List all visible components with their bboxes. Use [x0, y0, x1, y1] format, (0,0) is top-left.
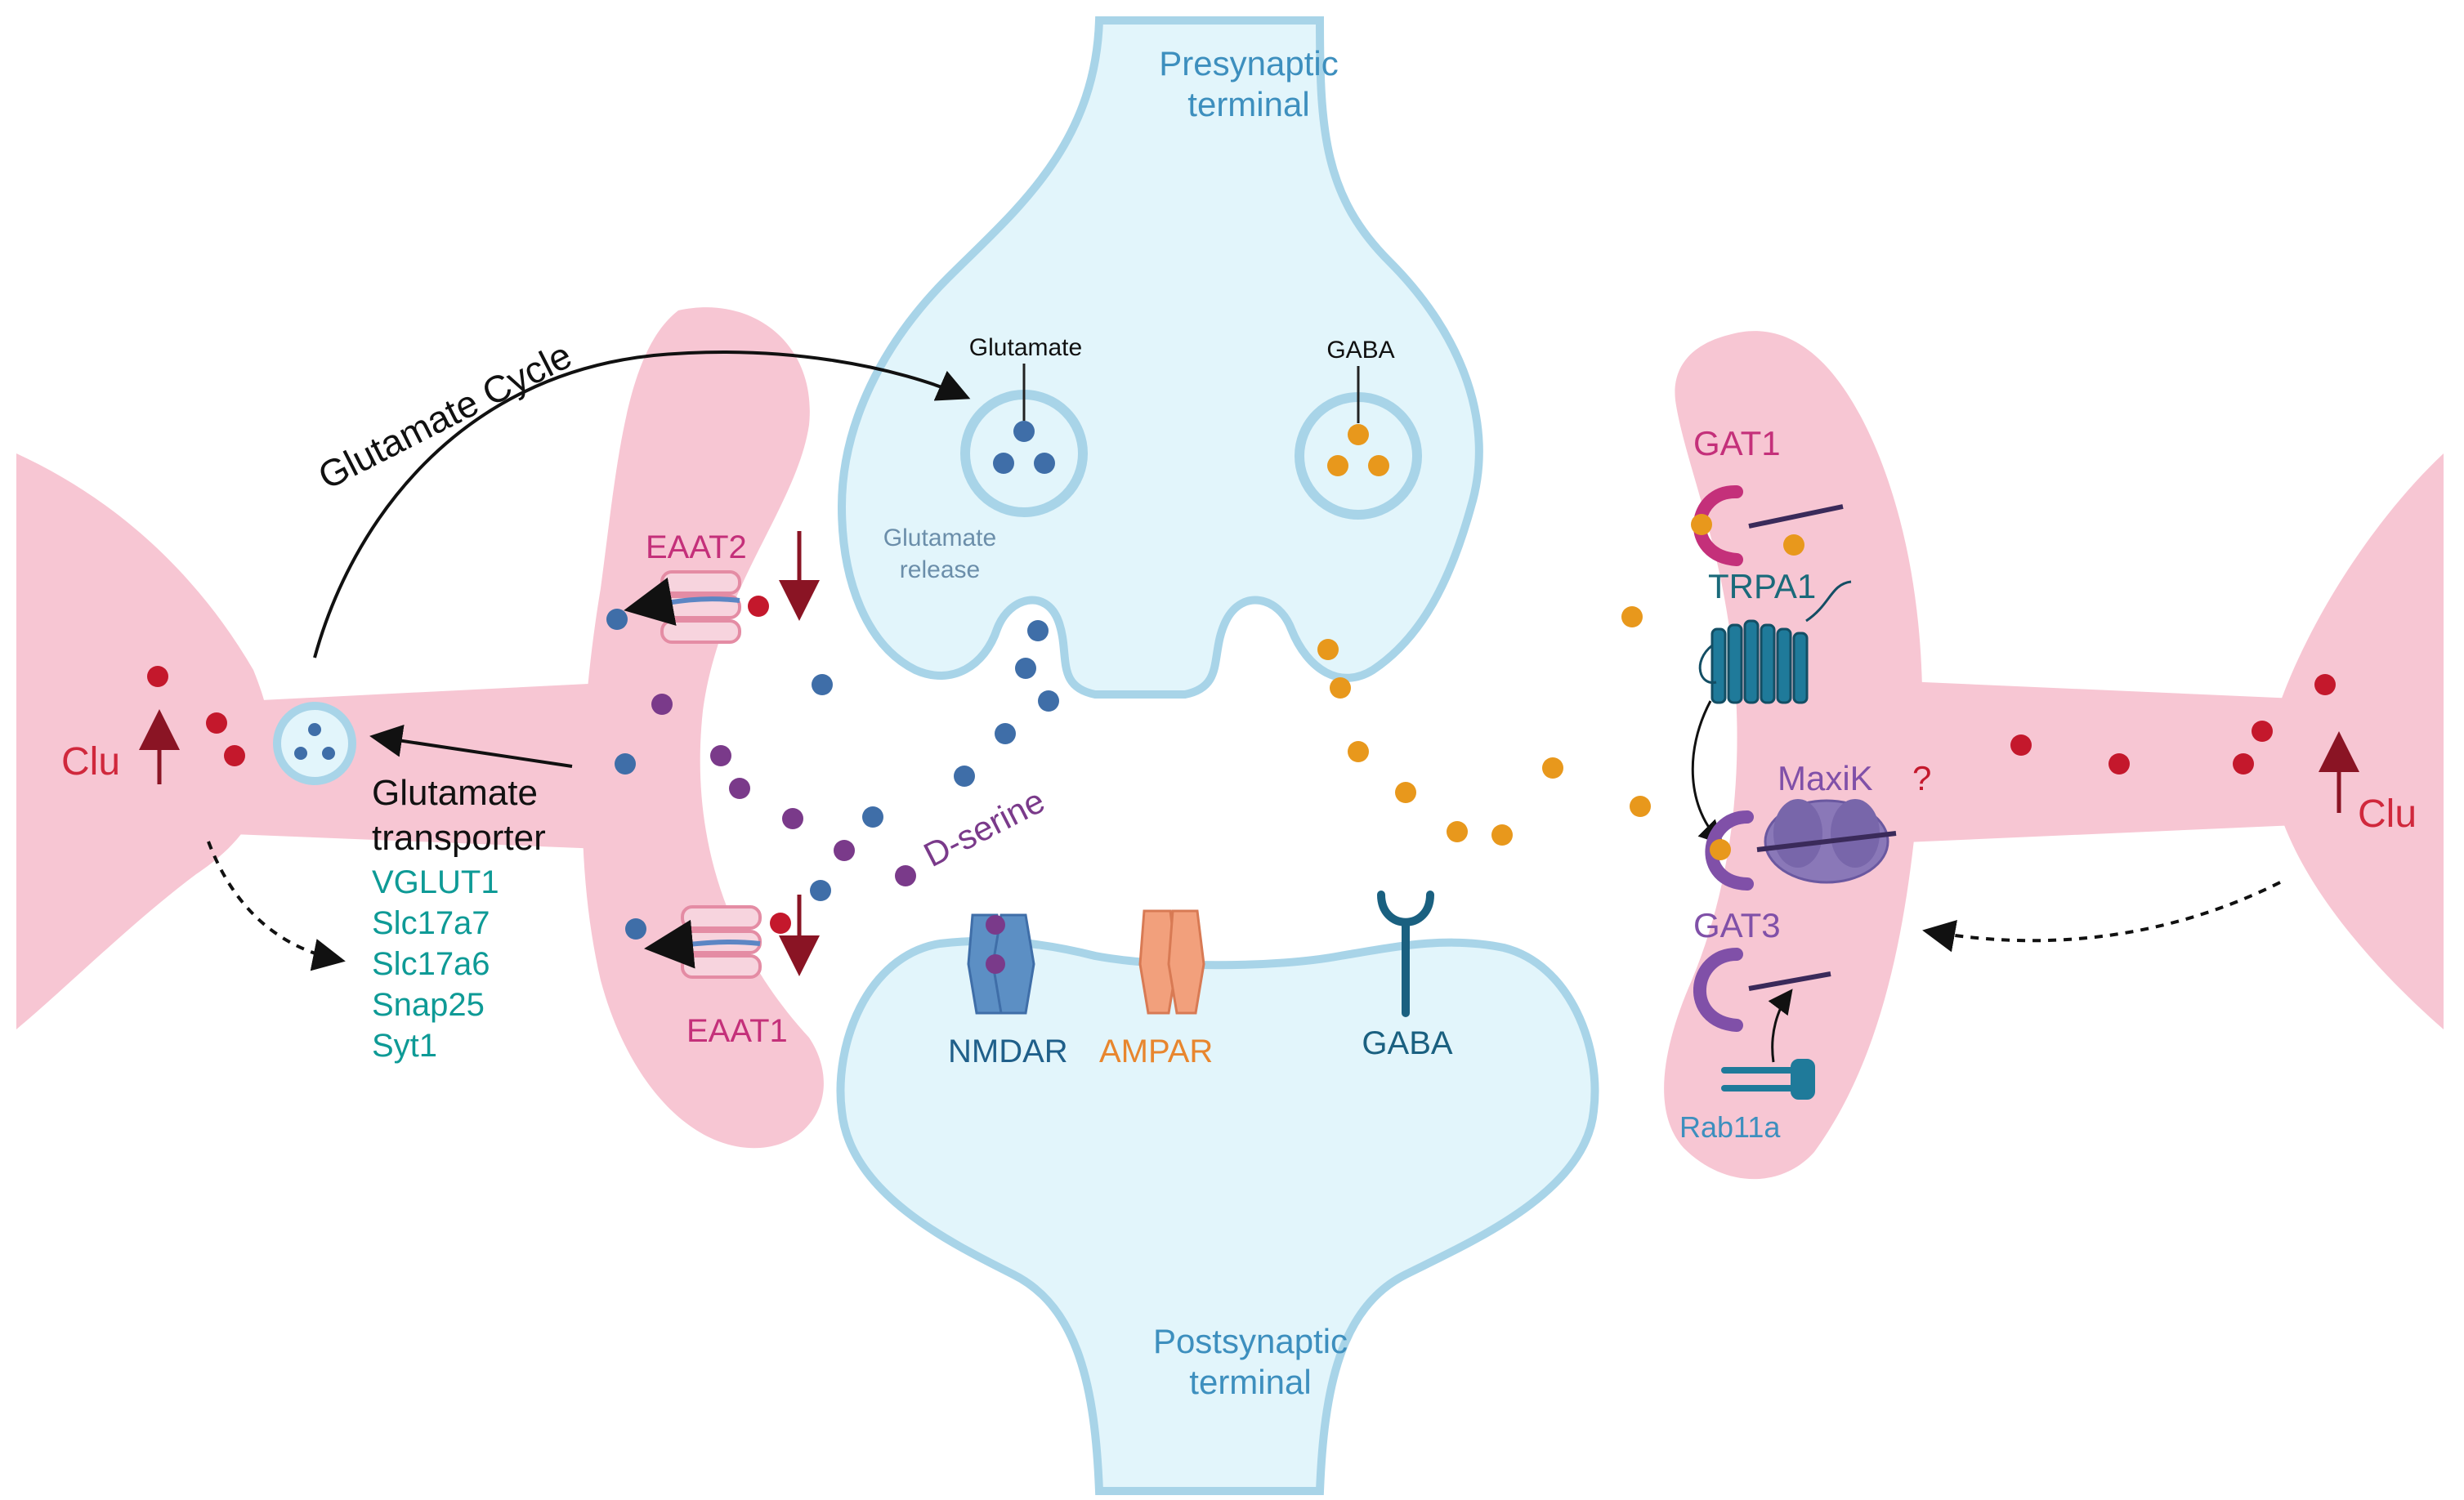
glutamate-vesicle-icon: [960, 364, 1088, 517]
transporter-label-line1: Glutamate: [372, 773, 538, 813]
gene-snap25: Snap25: [372, 987, 485, 1023]
rab11a-arrow: [1768, 989, 1793, 1063]
glutamate-release-line1: Glutamate: [883, 525, 996, 551]
gaba-vesicle-icon: [1295, 366, 1422, 520]
eaat1-clu-dot: [770, 913, 791, 934]
gaba-dots: [1317, 534, 1804, 846]
gaba-receptor-icon: [1377, 891, 1434, 1017]
rab11a-icon: [1721, 1059, 1815, 1100]
gene-slc17a6: Slc17a6: [372, 946, 490, 982]
gene-vglut1: VGLUT1: [372, 864, 499, 900]
eaat1-label: EAAT1: [686, 1013, 788, 1049]
presynaptic-terminal: [837, 16, 1483, 699]
eaat1-transporter-icon: [644, 905, 762, 979]
trpa1-arrow: [1691, 700, 1724, 846]
clu-left-dots: [147, 666, 245, 766]
eaat2-glutamate-dot: [606, 609, 628, 630]
postsynaptic-label-line2: terminal: [1189, 1363, 1311, 1401]
right-dashed-arrow: [1922, 881, 2281, 953]
ampar-label: AMPAR: [1099, 1033, 1213, 1069]
gene-syt1: Syt1: [372, 1028, 437, 1064]
gat1-transporter-icon: [1691, 484, 1844, 566]
ampar-receptor-icon: [1138, 909, 1205, 1015]
nmdar-label: NMDAR: [948, 1033, 1068, 1069]
maxik-question-mark: ?: [1912, 759, 1931, 797]
maxik-label: MaxiK: [1778, 759, 1873, 797]
trpa1-label: TRPA1: [1708, 567, 1816, 605]
transporter-arrow: [369, 724, 573, 768]
postsynaptic-label-line1: Postsynaptic: [1153, 1322, 1348, 1360]
presynaptic-label-line2: terminal: [1187, 85, 1309, 123]
transporter-label-line2: transporter: [372, 818, 546, 858]
clu-right-dots: [2010, 674, 2336, 775]
maxik-gat-transporter-icon: [1705, 810, 1897, 891]
astrocyte-vesicle-icon: [273, 702, 356, 785]
clu-right-label: Clu: [2358, 792, 2417, 836]
gat1-label: GAT1: [1693, 424, 1781, 462]
postsynaptic-terminal: [836, 936, 1599, 1495]
glutamate-vesicle-label: Glutamate: [969, 334, 1082, 361]
glutamate-dots: [615, 620, 1059, 901]
glutamate-cycle-arrow: [313, 350, 971, 658]
presynaptic-label-line1: Presynaptic: [1159, 44, 1338, 83]
gene-slc17a7: Slc17a7: [372, 905, 490, 941]
d-serine-label: D-serine: [918, 781, 1051, 874]
glutamate-cycle-label: Glutamate Cycle: [311, 333, 579, 498]
glutamate-release-line2: release: [900, 556, 980, 583]
eaat2-transporter-icon: [624, 570, 741, 644]
d-serine-dots: [651, 694, 916, 886]
right-astrocyte: [1664, 331, 2444, 1180]
gaba-vesicle-label: GABA: [1326, 337, 1394, 364]
rab11a-label: Rab11a: [1679, 1110, 1781, 1144]
gaba-receptor-label: GABA: [1362, 1025, 1452, 1061]
left-dashed-arrow: [207, 841, 346, 971]
eaat2-clu-dot: [748, 596, 769, 617]
gat3-label: GAT3: [1693, 906, 1781, 944]
gat3-transporter-icon: [1693, 948, 1831, 1032]
eaat2-label: EAAT2: [646, 529, 747, 565]
nmdar-receptor-icon: [967, 913, 1035, 1015]
clu-left-label: Clu: [61, 740, 120, 783]
trpa1-channel-icon: [1698, 580, 1852, 704]
gene-list: VGLUT1 Slc17a7 Slc17a6 Snap25 Syt1: [372, 864, 499, 1064]
eaat1-glutamate-dot: [625, 918, 646, 940]
